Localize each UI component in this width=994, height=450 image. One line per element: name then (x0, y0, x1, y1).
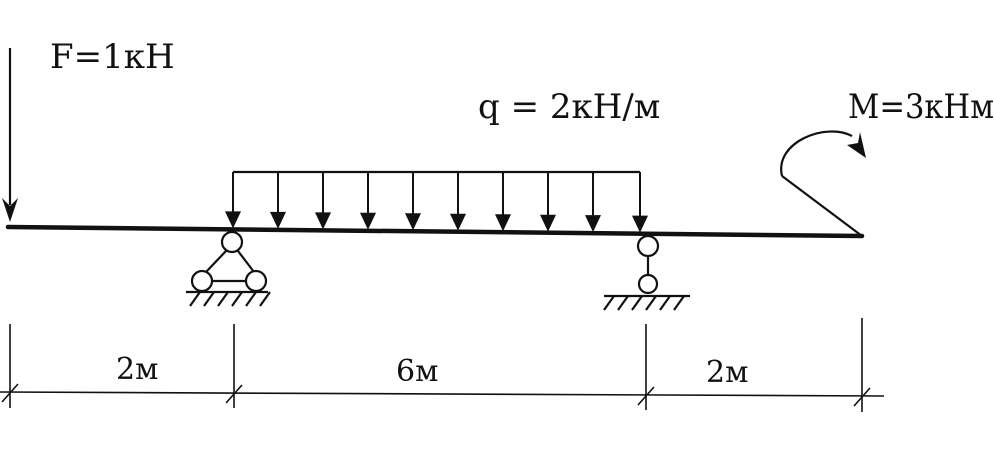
distributed-load-label: q = 2кН/м (478, 87, 660, 127)
load-arrow (495, 172, 511, 232)
distributed-load (225, 170, 648, 233)
left-pin-support (186, 230, 271, 307)
load-arrow (450, 172, 466, 231)
load-arrow (360, 172, 376, 230)
load-arrow (405, 172, 421, 231)
point-force-arrow (2, 48, 18, 222)
load-arrow (632, 172, 648, 233)
load-arrow (540, 172, 556, 232)
dimension-lines (0, 318, 885, 412)
force-label: F=1кН (50, 37, 175, 77)
load-arrow (315, 172, 331, 230)
span-left-label: 2м (116, 352, 158, 387)
beam (5, 224, 865, 239)
right-roller-support (603, 234, 690, 311)
load-arrow (225, 172, 241, 229)
moment-symbol (780, 130, 866, 237)
span-middle-label: 6м (396, 354, 438, 389)
moment-label: M=3кНм (848, 87, 994, 127)
load-arrow (270, 172, 286, 229)
span-right-label: 2м (706, 355, 748, 390)
load-arrow (585, 172, 601, 233)
